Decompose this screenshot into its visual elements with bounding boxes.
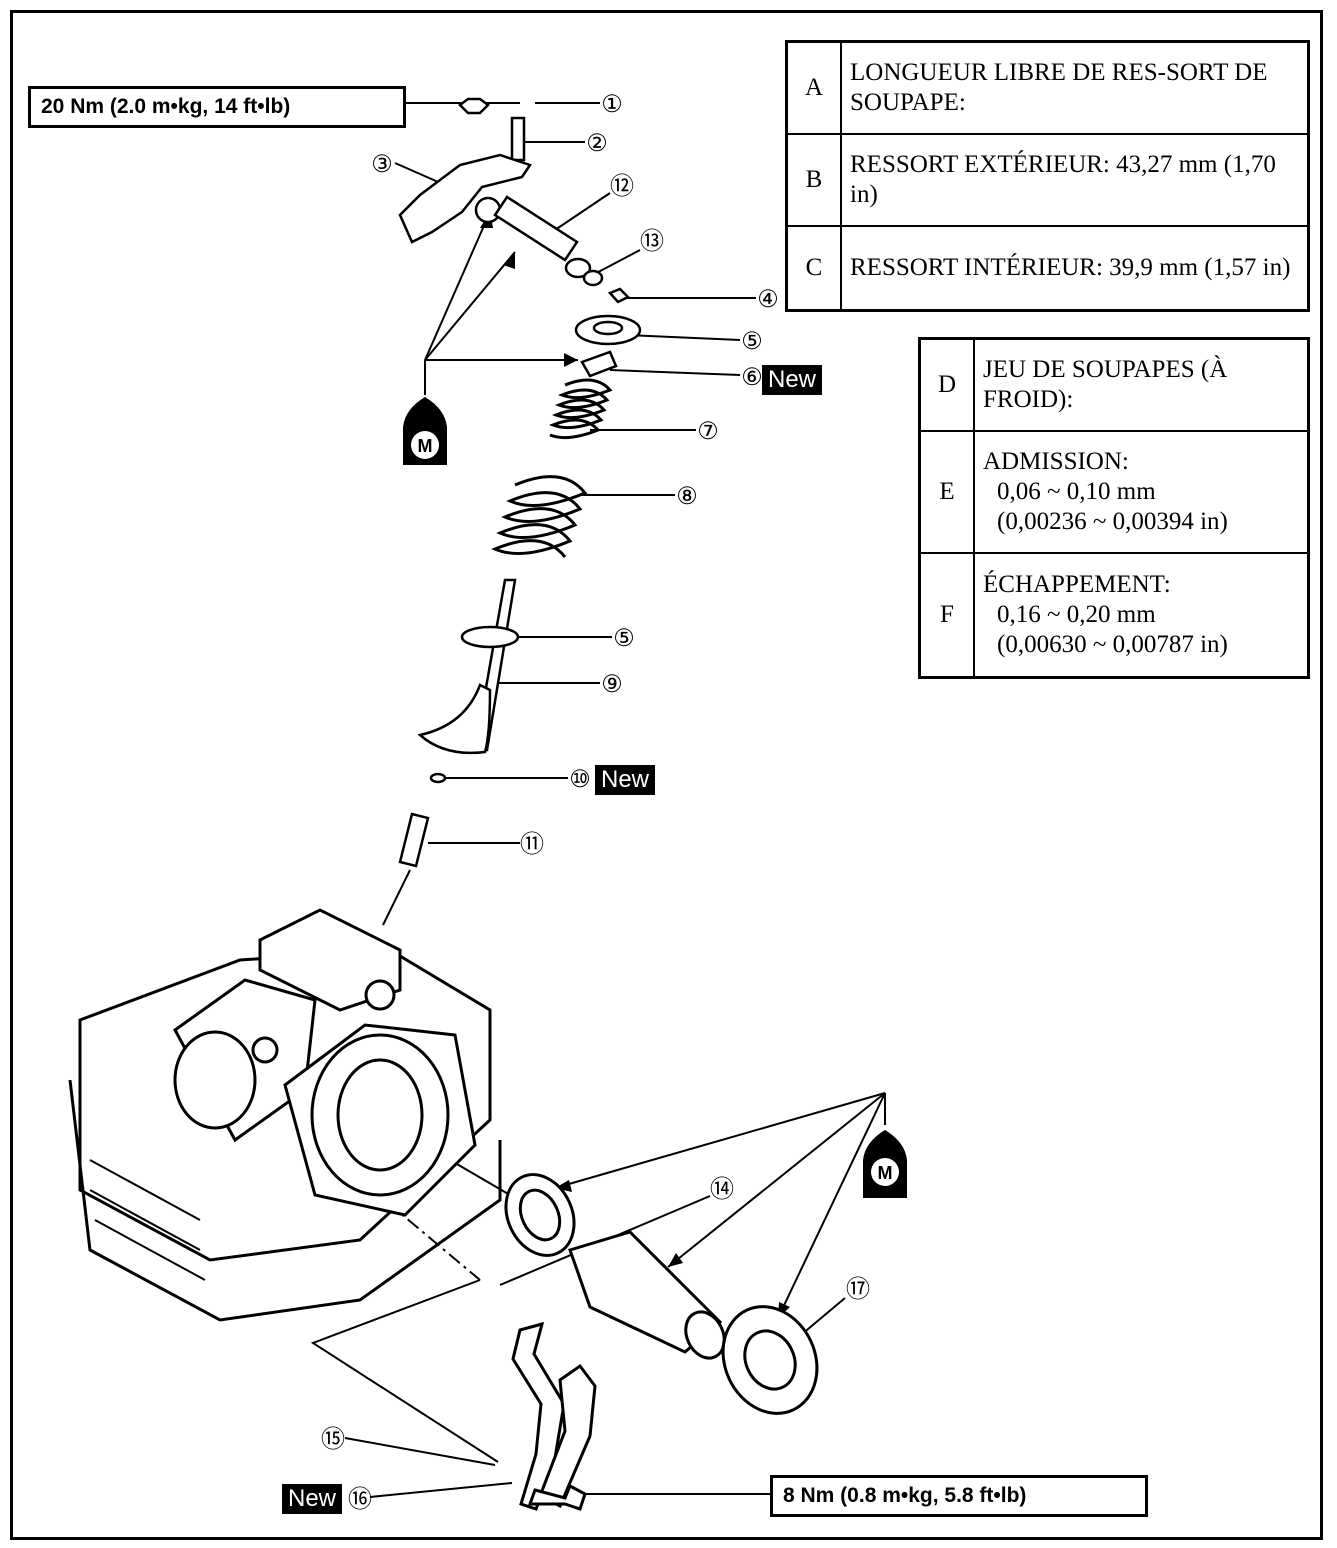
row-text: ADMISSION: 0,06 ~ 0,10 mm (0,00236 ~ 0,0… bbox=[973, 429, 1310, 554]
oil-label-1: M bbox=[418, 436, 433, 456]
spec-row: F ÉCHAPPEMENT: 0,16 ~ 0,20 mm (0,00630 ~… bbox=[918, 551, 1310, 679]
callout-15: ⑮ bbox=[321, 1426, 345, 1453]
callout-7: ⑦ bbox=[697, 419, 719, 445]
row-key: D bbox=[918, 337, 975, 432]
callout-11: ⑪ bbox=[520, 831, 544, 858]
callout-5a: ⑤ bbox=[741, 329, 763, 355]
row-text: LONGUEUR LIBRE DE RES-SORT DE SOUPAPE: bbox=[840, 40, 1310, 135]
spec-row: E ADMISSION: 0,06 ~ 0,10 mm (0,00236 ~ 0… bbox=[918, 429, 1310, 554]
callout-13: ⑬ bbox=[640, 228, 664, 255]
spec-row: B RESSORT EXTÉRIEUR: 43,27 mm (1,70 in) bbox=[785, 132, 1310, 227]
row-text: ÉCHAPPEMENT: 0,16 ~ 0,20 mm (0,00630 ~ 0… bbox=[973, 551, 1310, 679]
callout-2: ② bbox=[586, 131, 608, 157]
intake-label: ADMISSION: bbox=[983, 447, 1129, 475]
callout-12: ⑫ bbox=[610, 173, 634, 200]
new-badge-6: New bbox=[762, 365, 823, 395]
callout-6: ⑥ bbox=[741, 365, 763, 391]
intake-in: (0,00236 ~ 0,00394 in) bbox=[997, 507, 1228, 535]
row-text: RESSORT INTÉRIEUR: 39,9 mm (1,57 in) bbox=[840, 224, 1310, 312]
valve-clearance-table: D JEU DE SOUPAPES (À FROID): E ADMISSION… bbox=[918, 337, 1310, 679]
valve-spring-spec-table: A LONGUEUR LIBRE DE RES-SORT DE SOUPAPE:… bbox=[785, 40, 1310, 312]
molybdenum-oil-icon: M bbox=[403, 365, 447, 465]
new-badge-16: New bbox=[282, 1484, 343, 1514]
row-key: A bbox=[785, 40, 842, 135]
exhaust-mm: 0,16 ~ 0,20 mm bbox=[997, 600, 1156, 628]
row-key: E bbox=[918, 429, 975, 554]
exhaust-label: ÉCHAPPEMENT: bbox=[983, 570, 1171, 598]
torque-spec-bottom: 8 Nm (0.8 m•kg, 5.8 ft•lb) bbox=[770, 1475, 1148, 1517]
callout-10: ⑩ bbox=[569, 767, 591, 793]
row-text: JEU DE SOUPAPES (À FROID): bbox=[973, 337, 1310, 432]
clearance-heading: JEU DE SOUPAPES (À FROID): bbox=[983, 355, 1228, 413]
spec-row: A LONGUEUR LIBRE DE RES-SORT DE SOUPAPE: bbox=[785, 40, 1310, 135]
exhaust-in: (0,00630 ~ 0,00787 in) bbox=[997, 630, 1228, 658]
callout-8: ⑧ bbox=[676, 484, 698, 510]
callout-5b: ⑤ bbox=[613, 626, 635, 652]
molybdenum-oil-icon: M bbox=[863, 1098, 907, 1198]
row-key: C bbox=[785, 224, 842, 312]
torque-spec-top: 20 Nm (2.0 m•kg, 14 ft•lb) bbox=[28, 86, 406, 128]
callout-9: ⑨ bbox=[601, 672, 623, 698]
callout-14: ⑭ bbox=[710, 1176, 734, 1203]
spec-row: C RESSORT INTÉRIEUR: 39,9 mm (1,57 in) bbox=[785, 224, 1310, 312]
row-text: RESSORT EXTÉRIEUR: 43,27 mm (1,70 in) bbox=[840, 132, 1310, 227]
callout-3: ③ bbox=[371, 152, 393, 178]
row-key: F bbox=[918, 551, 975, 679]
callout-4: ④ bbox=[757, 287, 779, 313]
spec-row: D JEU DE SOUPAPES (À FROID): bbox=[918, 337, 1310, 432]
callout-16: ⑯ bbox=[348, 1486, 372, 1513]
oil-label-2: M bbox=[878, 1163, 893, 1183]
intake-mm: 0,06 ~ 0,10 mm bbox=[997, 477, 1156, 505]
row-key: B bbox=[785, 132, 842, 227]
new-badge-10: New bbox=[595, 765, 656, 795]
diagram-frame bbox=[10, 10, 1323, 1540]
callout-1: ① bbox=[601, 92, 623, 118]
callout-17: ⑰ bbox=[846, 1276, 870, 1303]
